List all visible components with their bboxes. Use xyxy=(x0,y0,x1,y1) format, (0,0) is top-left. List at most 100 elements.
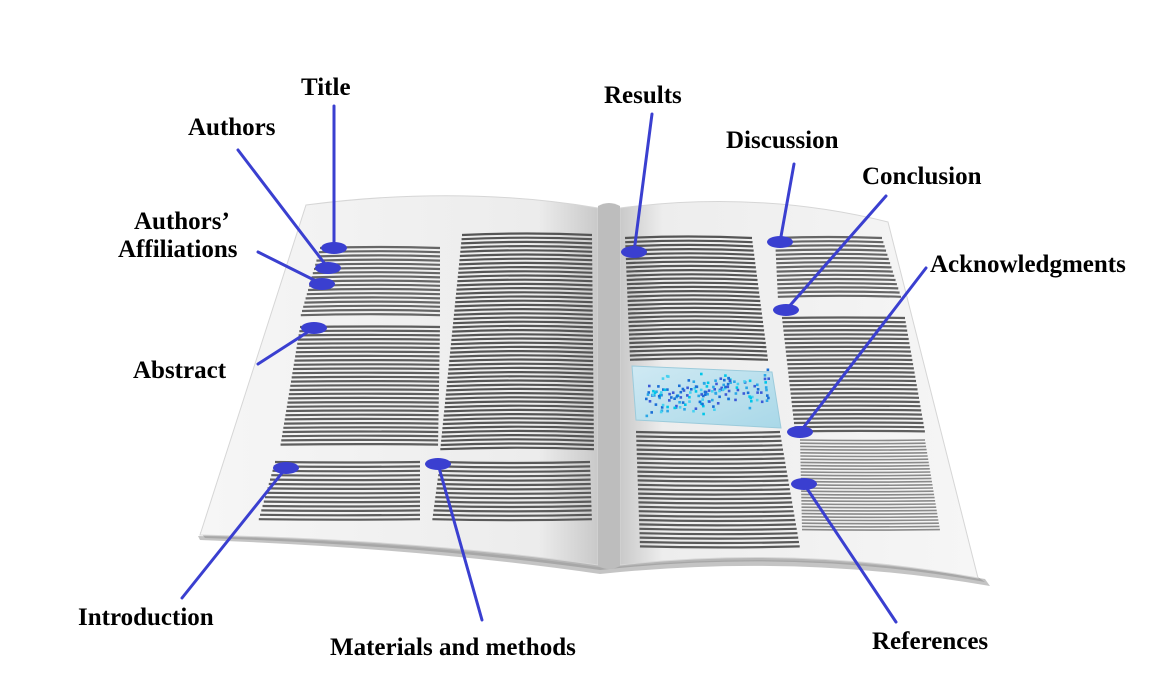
scatter-point xyxy=(712,385,715,389)
scatter-point xyxy=(711,390,714,393)
scatter-point xyxy=(660,406,664,409)
text-line xyxy=(432,518,592,522)
scatter-point xyxy=(703,382,706,385)
scatter-point xyxy=(662,388,665,391)
scatter-point xyxy=(689,391,692,394)
text-line xyxy=(637,470,787,474)
scatter-point xyxy=(706,392,709,396)
text-line xyxy=(283,426,439,429)
scatter-point xyxy=(755,398,759,402)
text-line xyxy=(775,248,887,252)
scatter-point xyxy=(751,395,754,399)
marker-abstract xyxy=(301,322,327,334)
text-line xyxy=(437,478,591,482)
text-line xyxy=(637,483,790,487)
text-line xyxy=(637,488,790,492)
scatter-point xyxy=(694,407,698,410)
text-line xyxy=(800,464,930,467)
text-line xyxy=(627,298,761,303)
text-line xyxy=(297,338,440,341)
scatter-point xyxy=(666,405,669,409)
text-line xyxy=(289,388,439,392)
text-line xyxy=(267,487,421,490)
scatter-point xyxy=(663,388,667,392)
text-line xyxy=(627,306,762,311)
text-line xyxy=(290,380,440,383)
text-line xyxy=(456,287,593,291)
text-line xyxy=(625,239,753,244)
text-line xyxy=(306,292,441,296)
text-line xyxy=(285,413,439,417)
text-line xyxy=(776,265,892,269)
text-line xyxy=(294,359,440,362)
text-line xyxy=(292,371,440,375)
text-line xyxy=(300,313,441,317)
scatter-point xyxy=(647,391,650,394)
text-line xyxy=(776,273,895,277)
text-line xyxy=(776,269,893,273)
text-line xyxy=(800,480,932,483)
scatter-point xyxy=(722,383,725,387)
scatter-point xyxy=(728,379,732,382)
text-line xyxy=(441,434,594,438)
text-line xyxy=(637,479,789,483)
text-line xyxy=(280,443,439,446)
scatter-point xyxy=(706,381,710,385)
text-line xyxy=(775,252,888,256)
label-introduction: Introduction xyxy=(78,604,214,631)
text-line xyxy=(265,496,421,499)
scatter-point xyxy=(697,394,700,398)
text-line xyxy=(457,278,593,283)
text-line xyxy=(792,408,922,412)
text-line xyxy=(449,358,594,363)
leader-line-authors xyxy=(236,148,330,270)
text-line xyxy=(775,244,885,248)
scatter-point xyxy=(716,402,720,405)
text-line xyxy=(454,303,593,308)
scatter-point xyxy=(721,388,725,391)
scatter-point xyxy=(718,395,721,399)
marker-discussion xyxy=(767,236,793,248)
text-line xyxy=(790,387,918,391)
scatter-point xyxy=(673,406,676,410)
text-line xyxy=(451,333,593,337)
text-line xyxy=(801,496,935,499)
scatter-point xyxy=(736,388,740,392)
scatter-point xyxy=(748,379,752,383)
text-line xyxy=(624,235,753,240)
leader-lines xyxy=(180,104,928,624)
text-line xyxy=(459,257,593,262)
scatter-point xyxy=(648,384,651,388)
text-line xyxy=(435,491,592,495)
text-line xyxy=(635,430,781,435)
text-line xyxy=(793,417,923,420)
text-line xyxy=(636,448,784,452)
scatter-point xyxy=(765,388,768,392)
leader-line-conclusion xyxy=(784,194,888,312)
text-line xyxy=(301,308,441,313)
text-line xyxy=(629,357,769,361)
scatter-point xyxy=(651,393,654,397)
text-line xyxy=(787,362,914,366)
text-line xyxy=(268,482,421,486)
text-line xyxy=(450,350,594,354)
scatter-point xyxy=(764,381,767,384)
scatter-point xyxy=(693,387,697,390)
text-line xyxy=(435,496,592,500)
text-line xyxy=(281,434,439,438)
scatter-point xyxy=(678,401,681,404)
text-line xyxy=(776,261,891,265)
scatter-point xyxy=(724,385,727,389)
scatter-point xyxy=(705,385,709,388)
text-line xyxy=(446,387,594,392)
scatter-point xyxy=(653,391,657,394)
text-line xyxy=(637,466,787,470)
text-line xyxy=(449,354,594,358)
text-line xyxy=(788,375,916,378)
text-line xyxy=(625,243,754,248)
text-line xyxy=(304,300,441,304)
scatter-point xyxy=(715,382,718,386)
text-line xyxy=(638,514,795,518)
text-line xyxy=(447,379,594,384)
